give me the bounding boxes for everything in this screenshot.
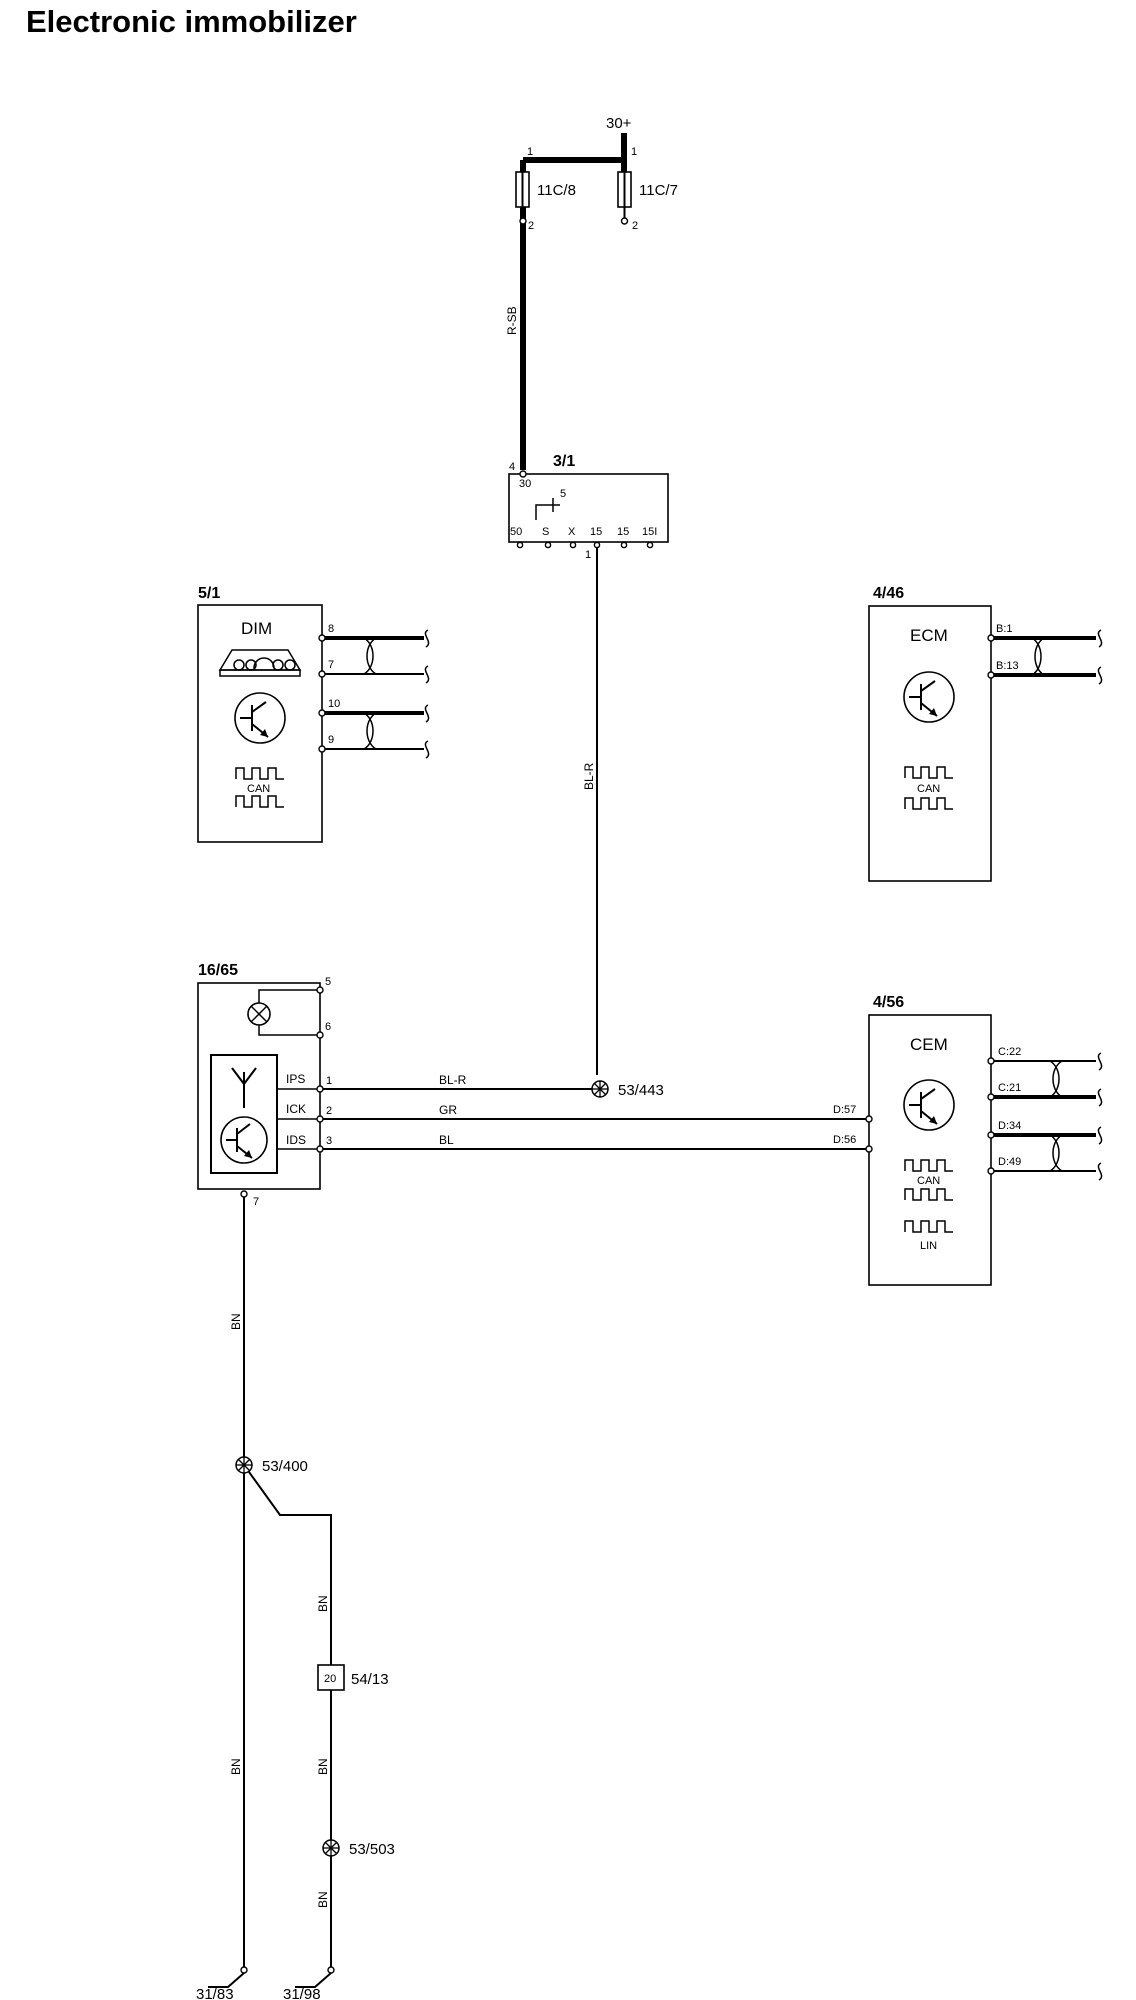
ecm-pin-b1: B:1 (996, 623, 1013, 635)
lin-bus-icon: LIN (904, 1220, 953, 1252)
splice-53-400-label: 53/400 (262, 1458, 308, 1475)
fuse-11c7-label: 11C/7 (639, 182, 678, 199)
cem-pin-d49: D:49 (998, 1156, 1021, 1168)
dim-name: DIM (241, 619, 272, 638)
ignition-switch-pin-out: 1 (585, 549, 591, 561)
splice-53-443: 53/443 (591, 1080, 664, 1099)
connector-54-13-pin: 20 (324, 1673, 336, 1685)
transistor-icon (234, 692, 286, 744)
cem-lin-label: LIN (920, 1240, 937, 1252)
immobilizer-pin-5: 5 (325, 976, 331, 988)
ignition-switch-id: 3/1 (553, 453, 575, 470)
splice-53-400: 53/400 (235, 1456, 308, 1475)
ecm-can-bus-icon: CAN (904, 766, 953, 810)
cem-module: 4/56 CEM CAN LIN D:57 D:56 C:22 C:21 D:3… (833, 994, 1103, 1286)
ignition-terminal-15i: 15I (642, 526, 657, 538)
immobilizer-pin-2: 2 (326, 1105, 332, 1117)
wire-bl-r-vertical-label: BL-R (582, 762, 596, 790)
fuse-11c7-pin-bottom: 2 (632, 220, 638, 232)
fuse-11c7-pin-top: 1 (631, 146, 637, 158)
ecm-pin-b13: B:13 (996, 660, 1019, 672)
signal-wires: BL-R GR BL (316, 1073, 869, 1153)
wire-gr-label: GR (439, 1103, 457, 1117)
immobilizer-signal-ids: IDS (286, 1133, 306, 1147)
dim-pin-7: 7 (328, 659, 334, 671)
immobilizer-module: 16/65 5 6 IPS ICK IDS (197, 962, 332, 1208)
cem-pin-d34: D:34 (998, 1120, 1021, 1132)
ignition-terminal-15b: 15 (617, 526, 629, 538)
ground-31-83: 31/83 (196, 1966, 248, 2000)
wire-bn-label-3: BN (316, 1595, 330, 1612)
cem-name: CEM (910, 1035, 948, 1054)
dim-can-label: CAN (247, 783, 270, 795)
ignition-switch-label-30: 30 (519, 478, 531, 490)
cem-can-label: CAN (917, 1175, 940, 1187)
antenna-icon (231, 1067, 257, 1108)
immobilizer-id: 16/65 (198, 962, 238, 979)
can-bus-icon: CAN (235, 767, 284, 808)
wire-bn-label-2: BN (229, 1758, 243, 1775)
ecm-transistor-icon (903, 671, 955, 723)
splice-53-443-label: 53/443 (618, 1082, 664, 1099)
cem-pin-c22: C:22 (998, 1046, 1021, 1058)
ignition-switch: 3/1 4 30 5 50 S X 15 15 15I 1 (508, 453, 669, 561)
immobilizer-signal-ips: IPS (286, 1072, 305, 1086)
cem-can-bus-icon: CAN (904, 1159, 953, 1201)
ignition-terminal-50: 50 (510, 526, 522, 538)
ground-31-98-label: 31/98 (283, 1986, 321, 2000)
dim-module: 5/1 DIM CAN 8 7 10 (197, 585, 430, 843)
dim-pin-8: 8 (328, 623, 334, 635)
immobilizer-pin-3: 3 (326, 1135, 332, 1147)
wire-bl-r-label: BL-R (439, 1073, 467, 1087)
dim-pin-9: 9 (328, 734, 334, 746)
ground-31-83-label: 31/83 (196, 1986, 234, 2000)
cem-pin-d57: D:57 (833, 1104, 856, 1116)
ground-31-98: 31/98 (283, 1966, 335, 2000)
immobilizer-pin-1: 1 (326, 1075, 332, 1087)
dim-id: 5/1 (198, 585, 220, 602)
connector-54-13-label: 54/13 (351, 1671, 389, 1688)
ground-wires: BN BN BN BN BN (229, 1197, 332, 1973)
ignition-switch-label-5: 5 (560, 488, 566, 500)
wire-bn-label-5: BN (316, 1891, 330, 1908)
page-title: Electronic immobilizer (26, 4, 357, 39)
immobilizer-transistor-icon (220, 1116, 268, 1164)
ecm-module: 4/46 ECM CAN B:1 B:13 (868, 585, 1103, 882)
ignition-terminal-s: S (542, 526, 549, 538)
ignition-switch-pin-in: 4 (509, 461, 515, 473)
immobilizer-signal-ick: ICK (286, 1102, 306, 1116)
splice-53-503: 53/503 (322, 1839, 395, 1858)
immobilizer-pin-6: 6 (325, 1021, 331, 1033)
ignition-terminal-15a: 15 (590, 526, 602, 538)
cem-transistor-icon (903, 1079, 955, 1131)
wire-r-sb-label: R-SB (505, 306, 519, 335)
wire-bn-label-4: BN (316, 1758, 330, 1775)
fuse-11c8-pin-bottom: 2 (528, 220, 534, 232)
ecm-name: ECM (910, 626, 948, 645)
splice-53-503-label: 53/503 (349, 1841, 395, 1858)
fuse-11c8: 1 2 11C/8 (515, 146, 576, 232)
wire-bn-label-1: BN (229, 1313, 243, 1330)
fuse-11c8-label: 11C/8 (537, 182, 576, 199)
power-supply: 30+ (520, 115, 632, 178)
cem-pin-d56: D:56 (833, 1134, 856, 1146)
ignition-terminal-x: X (568, 526, 576, 538)
connector-54-13: 20 54/13 (317, 1664, 389, 1691)
fuse-11c8-pin-top: 1 (527, 146, 533, 158)
power-30-label: 30+ (606, 115, 632, 132)
ecm-can-label: CAN (917, 783, 940, 795)
ecm-id: 4/46 (873, 585, 904, 602)
cem-pin-c21: C:21 (998, 1082, 1021, 1094)
instrument-cluster-icon (218, 649, 302, 677)
dim-pin-10: 10 (328, 698, 340, 710)
wire-bl-label: BL (439, 1133, 454, 1147)
cem-id: 4/56 (873, 994, 904, 1011)
immobilizer-pin-7: 7 (253, 1196, 259, 1208)
fuse-11c7: 1 2 11C/7 (617, 146, 678, 232)
